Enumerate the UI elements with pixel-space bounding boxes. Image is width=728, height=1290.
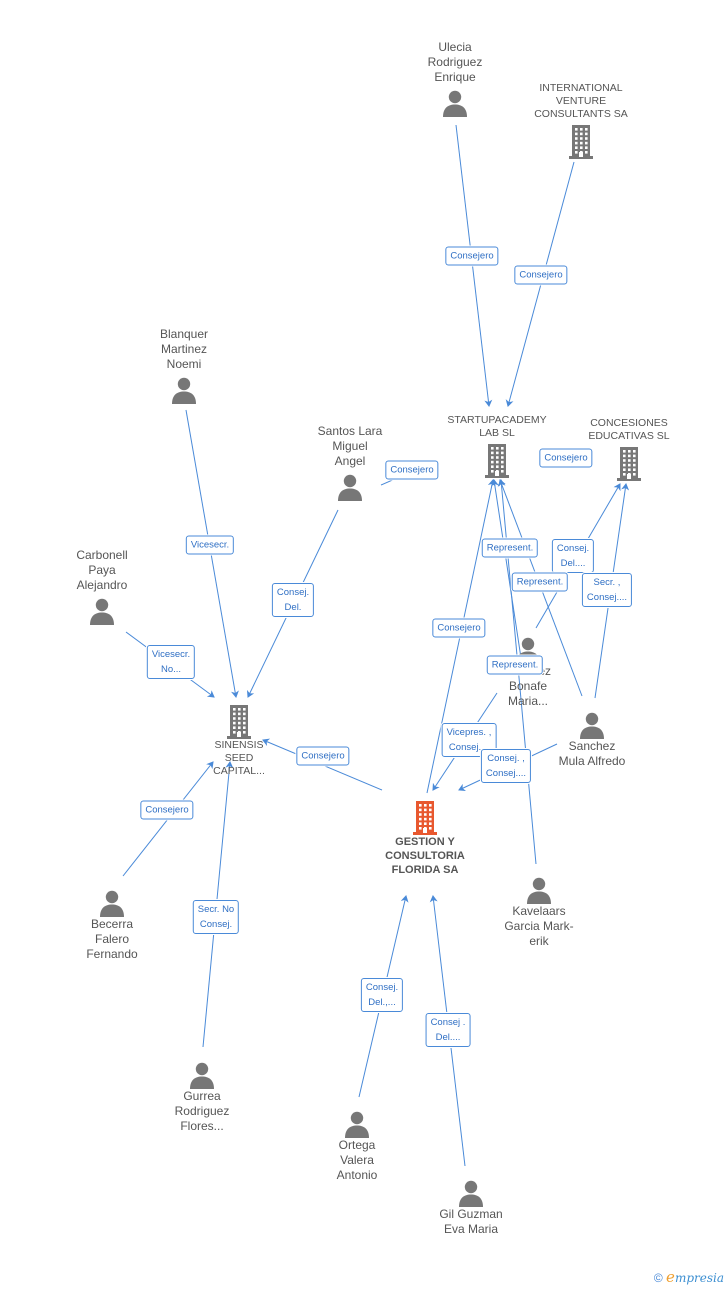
relation-label[interactable]: Consejero [539,448,593,468]
relation-label[interactable]: Consej. , Consej.... [480,749,532,783]
node-label: Santos Lara Miguel Angel [317,424,383,468]
relation-label[interactable]: Consejero [445,246,499,266]
relation-label[interactable]: Represent. [511,572,569,592]
node-startup[interactable]: STARTUPACADEMY LAB SL [432,414,562,478]
node-sanchez[interactable]: Sanchez Mula Alfredo [527,711,657,769]
node-label: CONCESIONES EDUCATIVAS SL [588,417,670,442]
relation-label[interactable]: Consej. Del.,... [360,978,404,1012]
node-becerra[interactable]: Becerra Falero Fernando [47,889,177,962]
building-icon [516,125,646,159]
relation-label[interactable]: Consej. Del. [271,583,315,617]
node-label: INTERNATIONAL VENTURE CONSULTANTS SA [534,82,628,120]
relation-label[interactable]: Represent. [481,538,539,558]
brand-name: mpresia [674,1271,724,1285]
node-ivc[interactable]: INTERNATIONAL VENTURE CONSULTANTS SA [516,82,646,159]
node-ortega[interactable]: Ortega Valera Antonio [292,1110,422,1183]
relation-label[interactable]: Consejero [140,800,194,820]
copyright-symbol: © [653,1271,663,1285]
person-icon [37,597,167,625]
node-label: GESTION Y CONSULTORIA FLORIDA SA [385,836,465,876]
relation-label[interactable]: Consejero [385,460,439,480]
node-carbonell[interactable]: Carbonell Paya Alejandro [37,548,167,625]
relation-label[interactable]: Vicesecr. No... [146,645,196,679]
person-icon [474,876,604,904]
person-icon [47,889,177,917]
brand-initial: e [666,1268,675,1286]
building-icon [564,447,694,481]
relation-label[interactable]: Consej . Del.... [425,1013,471,1047]
person-icon [119,376,249,404]
node-santos[interactable]: Santos Lara Miguel Angel [285,424,415,501]
relation-label[interactable]: Vicesecr. [185,535,235,555]
node-sinensis[interactable]: SINENSIS SEED CAPITAL... [174,705,304,778]
building-icon [360,801,490,835]
node-label: Ulecia Rodriguez Enrique [427,40,483,84]
node-label: SINENSIS SEED CAPITAL... [213,739,265,777]
brand-logo[interactable]: empresia [666,1268,724,1286]
node-label: Gil Guzman Eva Maria [439,1207,503,1236]
building-icon [432,444,562,478]
relation-label[interactable]: Secr. , Consej.... [581,573,633,607]
node-label: Ortega Valera Antonio [336,1138,378,1182]
edge-martinez-to-startup [490,479,522,659]
person-icon [406,1179,536,1207]
relation-label[interactable]: Consejero [296,746,350,766]
node-label: Kavelaars Garcia Mark- erik [504,904,574,948]
relation-label[interactable]: Consejero [432,618,486,638]
person-icon [527,711,657,739]
relation-label[interactable]: Consejero [514,265,568,285]
edge-ulecia-to-startup [455,124,493,407]
person-icon [137,1061,267,1089]
node-label: Blanquer Martinez Noemi [159,327,209,371]
node-kavelaars[interactable]: Kavelaars Garcia Mark- erik [474,876,604,949]
node-concesiones[interactable]: CONCESIONES EDUCATIVAS SL [564,417,694,481]
person-icon [390,89,520,117]
node-label: Becerra Falero Fernando [86,917,138,961]
person-icon [285,473,415,501]
footer-credit: © empresia [654,1268,724,1286]
node-gestion[interactable]: GESTION Y CONSULTORIA FLORIDA SA [360,801,490,877]
node-label: Carbonell Paya Alejandro [76,548,128,592]
node-ulecia[interactable]: Ulecia Rodriguez Enrique [390,40,520,117]
node-blanquer[interactable]: Blanquer Martinez Noemi [119,327,249,404]
node-label: Sanchez Mula Alfredo [558,739,626,768]
node-gil[interactable]: Gil Guzman Eva Maria [406,1179,536,1237]
node-label: Gurrea Rodriguez Flores... [174,1089,230,1133]
building-icon [174,705,304,739]
relation-label[interactable]: Secr. No Consej. [192,900,240,934]
node-gurrea[interactable]: Gurrea Rodriguez Flores... [137,1061,267,1134]
relation-label[interactable]: Consej. Del.... [551,539,595,573]
person-icon [292,1110,422,1138]
node-label: STARTUPACADEMY LAB SL [447,414,547,439]
relation-label[interactable]: Represent. [486,655,544,675]
